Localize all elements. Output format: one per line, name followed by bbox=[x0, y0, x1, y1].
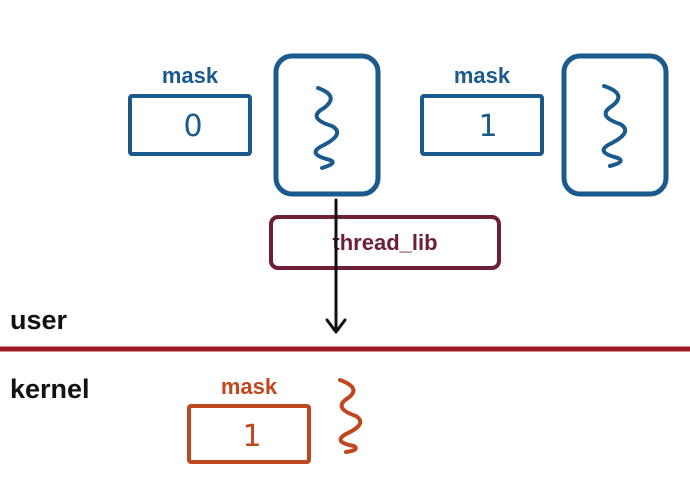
user-thread-1-card bbox=[273, 53, 381, 197]
thread-squiggle-icon bbox=[313, 86, 340, 170]
kernel-region-label: kernel bbox=[10, 374, 90, 404]
thread-squiggle-icon bbox=[601, 84, 628, 168]
user-thread-1-mask-value: 0 bbox=[183, 109, 202, 144]
syscall-arrow bbox=[325, 198, 347, 334]
user-thread-2-mask-box bbox=[420, 94, 544, 156]
arrow-head-icon bbox=[325, 318, 347, 334]
user-region-label: user bbox=[10, 305, 68, 335]
user-thread-1-mask-box bbox=[128, 94, 252, 156]
user-thread-2-mask-value: 1 bbox=[478, 109, 497, 144]
thread-library-label: thread_lib bbox=[332, 230, 437, 255]
kernel-thread-mask-box bbox=[187, 404, 311, 464]
user-thread-2-mask-label: mask bbox=[454, 63, 511, 88]
thread-library: thread_lib bbox=[269, 215, 501, 270]
user-thread-1-mask-label: mask bbox=[162, 63, 219, 88]
kernel-thread-mask-value: 1 bbox=[242, 419, 261, 454]
thread-library-box bbox=[269, 215, 501, 270]
user-thread-2: mask 1 bbox=[420, 53, 669, 197]
user-thread-2-card bbox=[561, 53, 669, 197]
thread-squiggle-icon bbox=[338, 378, 363, 454]
kernel-thread: mask 1 bbox=[187, 374, 363, 464]
user-thread-1: mask 0 bbox=[128, 53, 381, 197]
kernel-thread-mask-label: mask bbox=[221, 374, 278, 399]
